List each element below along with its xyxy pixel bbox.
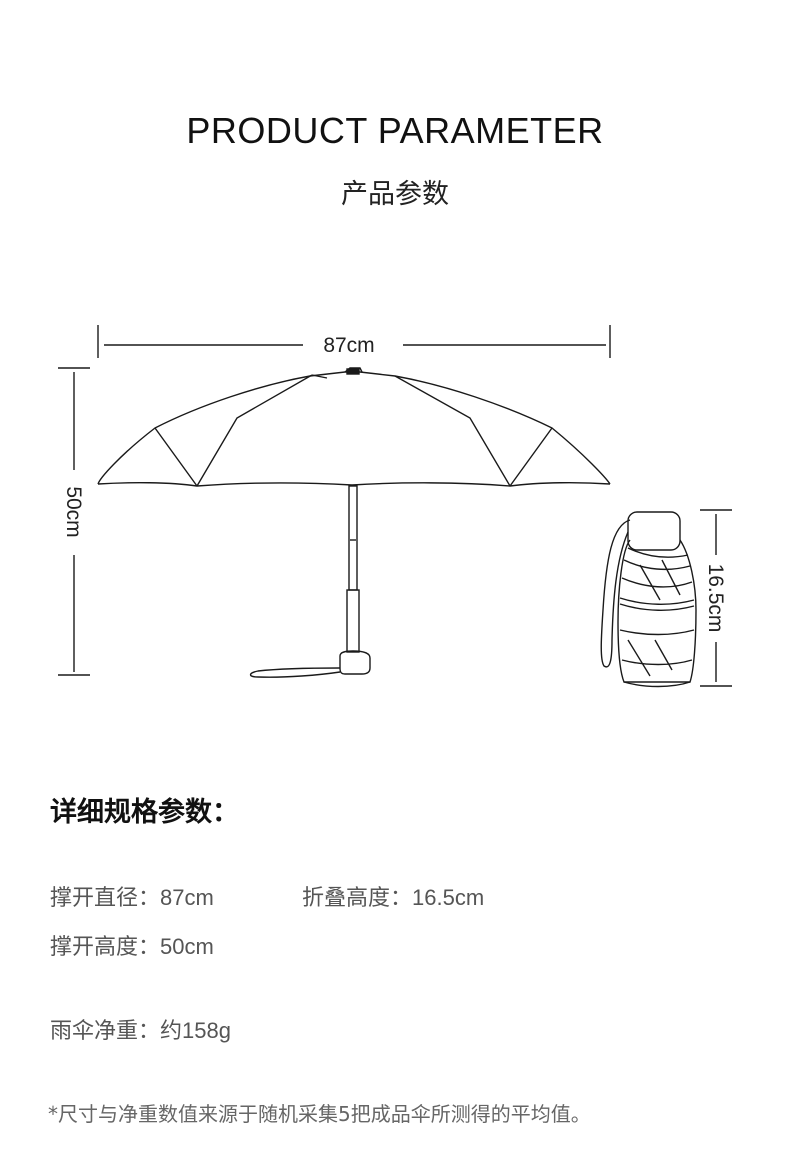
spec-label: 折叠高度： xyxy=(302,886,413,911)
width-dimension: 87cm xyxy=(97,325,611,358)
spec-value: 87cm xyxy=(160,885,214,910)
spec-net-weight: 雨伞净重：约158g xyxy=(50,1013,231,1045)
spec-value: 50cm xyxy=(160,934,214,959)
measurement-note: *尺寸与净重数值来源于随机采集5把成品伞所测得的平均值。 xyxy=(48,1102,591,1126)
spec-open-height: 撑开高度：50cm xyxy=(50,929,214,961)
page-subtitle: 产品参数 xyxy=(341,179,449,210)
spec-folded-height: 折叠高度：16.5cm xyxy=(302,880,484,912)
spec-label: 撑开高度： xyxy=(50,935,161,960)
folded-umbrella xyxy=(600,511,697,688)
page-title: PRODUCT PARAMETER xyxy=(186,110,604,151)
specs-heading: 详细规格参数： xyxy=(50,797,239,828)
spec-label: 撑开直径： xyxy=(50,886,161,911)
spec-label: 雨伞净重： xyxy=(50,1019,161,1044)
open-umbrella xyxy=(97,367,611,678)
folded-height-label: 16.5cm xyxy=(704,564,727,633)
umbrella-diagram: 87cm 50cm xyxy=(58,325,732,688)
spec-value: 16.5cm xyxy=(412,885,485,910)
width-label: 87cm xyxy=(323,334,374,357)
folded-height-dimension: 16.5cm xyxy=(700,509,732,687)
spec-value: 约158g xyxy=(160,1018,231,1043)
spec-open-diameter: 撑开直径：87cm xyxy=(50,880,214,912)
height-label: 50cm xyxy=(62,486,85,537)
height-dimension: 50cm xyxy=(58,367,90,676)
